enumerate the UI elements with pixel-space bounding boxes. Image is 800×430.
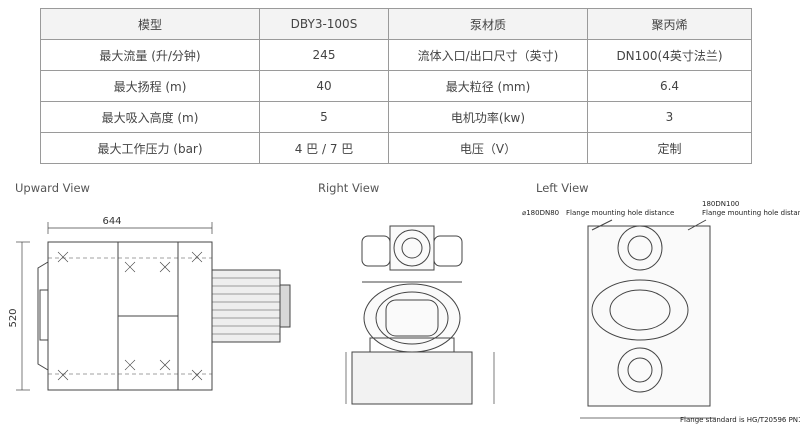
table-cell: 聚丙烯 bbox=[587, 8, 752, 40]
right-note-dn100: 180DN100 bbox=[702, 200, 739, 208]
left-note-distance: Flange mounting hole distance bbox=[566, 209, 674, 217]
table-row: 最大流量 (升/分钟) 245 流体入口/出口尺寸（英寸) DN100(4英寸法… bbox=[40, 39, 752, 71]
upward-view-caption: Upward View bbox=[15, 181, 90, 195]
table-row: 最大扬程 (m) 40 最大粒径 (mm) 6.4 bbox=[40, 70, 752, 102]
table-cell: 245 bbox=[259, 39, 389, 71]
table-cell: 最大粒径 (mm) bbox=[388, 70, 588, 102]
table-cell: 40 bbox=[259, 70, 389, 102]
table-cell: 6.4 bbox=[587, 70, 752, 102]
table-cell: 电压（V） bbox=[388, 132, 588, 164]
table-row: 最大工作压力 (bar) 4 巴 / 7 巴 电压（V） 定制 bbox=[40, 132, 752, 164]
right-view-caption: Right View bbox=[318, 181, 380, 195]
table-cell: 最大扬程 (m) bbox=[40, 70, 260, 102]
table-row: 最大吸入高度 (m) 5 电机功率(kw) 3 bbox=[40, 101, 752, 133]
right-note-distance: Flange mounting hole distance bbox=[702, 209, 800, 217]
upward-view-drawing bbox=[16, 222, 291, 391]
width-dimension-label: 644 bbox=[102, 216, 121, 227]
table-cell: 3 bbox=[587, 101, 752, 133]
spec-table: 模型 DBY3-100S 泵材质 聚丙烯 最大流量 (升/分钟) 245 流体入… bbox=[40, 8, 752, 164]
table-cell: 4 巴 / 7 巴 bbox=[259, 132, 389, 164]
height-dimension-label: 520 bbox=[8, 308, 19, 327]
right-view-drawing bbox=[345, 225, 495, 405]
table-cell: 定制 bbox=[587, 132, 752, 164]
table-cell: DN100(4英寸法兰) bbox=[587, 39, 752, 71]
table-cell: 模型 bbox=[40, 8, 260, 40]
table-cell: 最大工作压力 (bar) bbox=[40, 132, 260, 164]
table-cell: 流体入口/出口尺寸（英寸) bbox=[388, 39, 588, 71]
table-row: 模型 DBY3-100S 泵材质 聚丙烯 bbox=[40, 8, 752, 40]
table-cell: 最大流量 (升/分钟) bbox=[40, 39, 260, 71]
left-view-drawing bbox=[580, 219, 716, 419]
left-note-dn80: ⌀180DN80 bbox=[522, 209, 559, 217]
left-view-caption: Left View bbox=[536, 181, 589, 195]
table-cell: 最大吸入高度 (m) bbox=[40, 101, 260, 133]
flange-standard-note: Flange standard is HG/T20596 PN16 bbox=[680, 416, 800, 424]
